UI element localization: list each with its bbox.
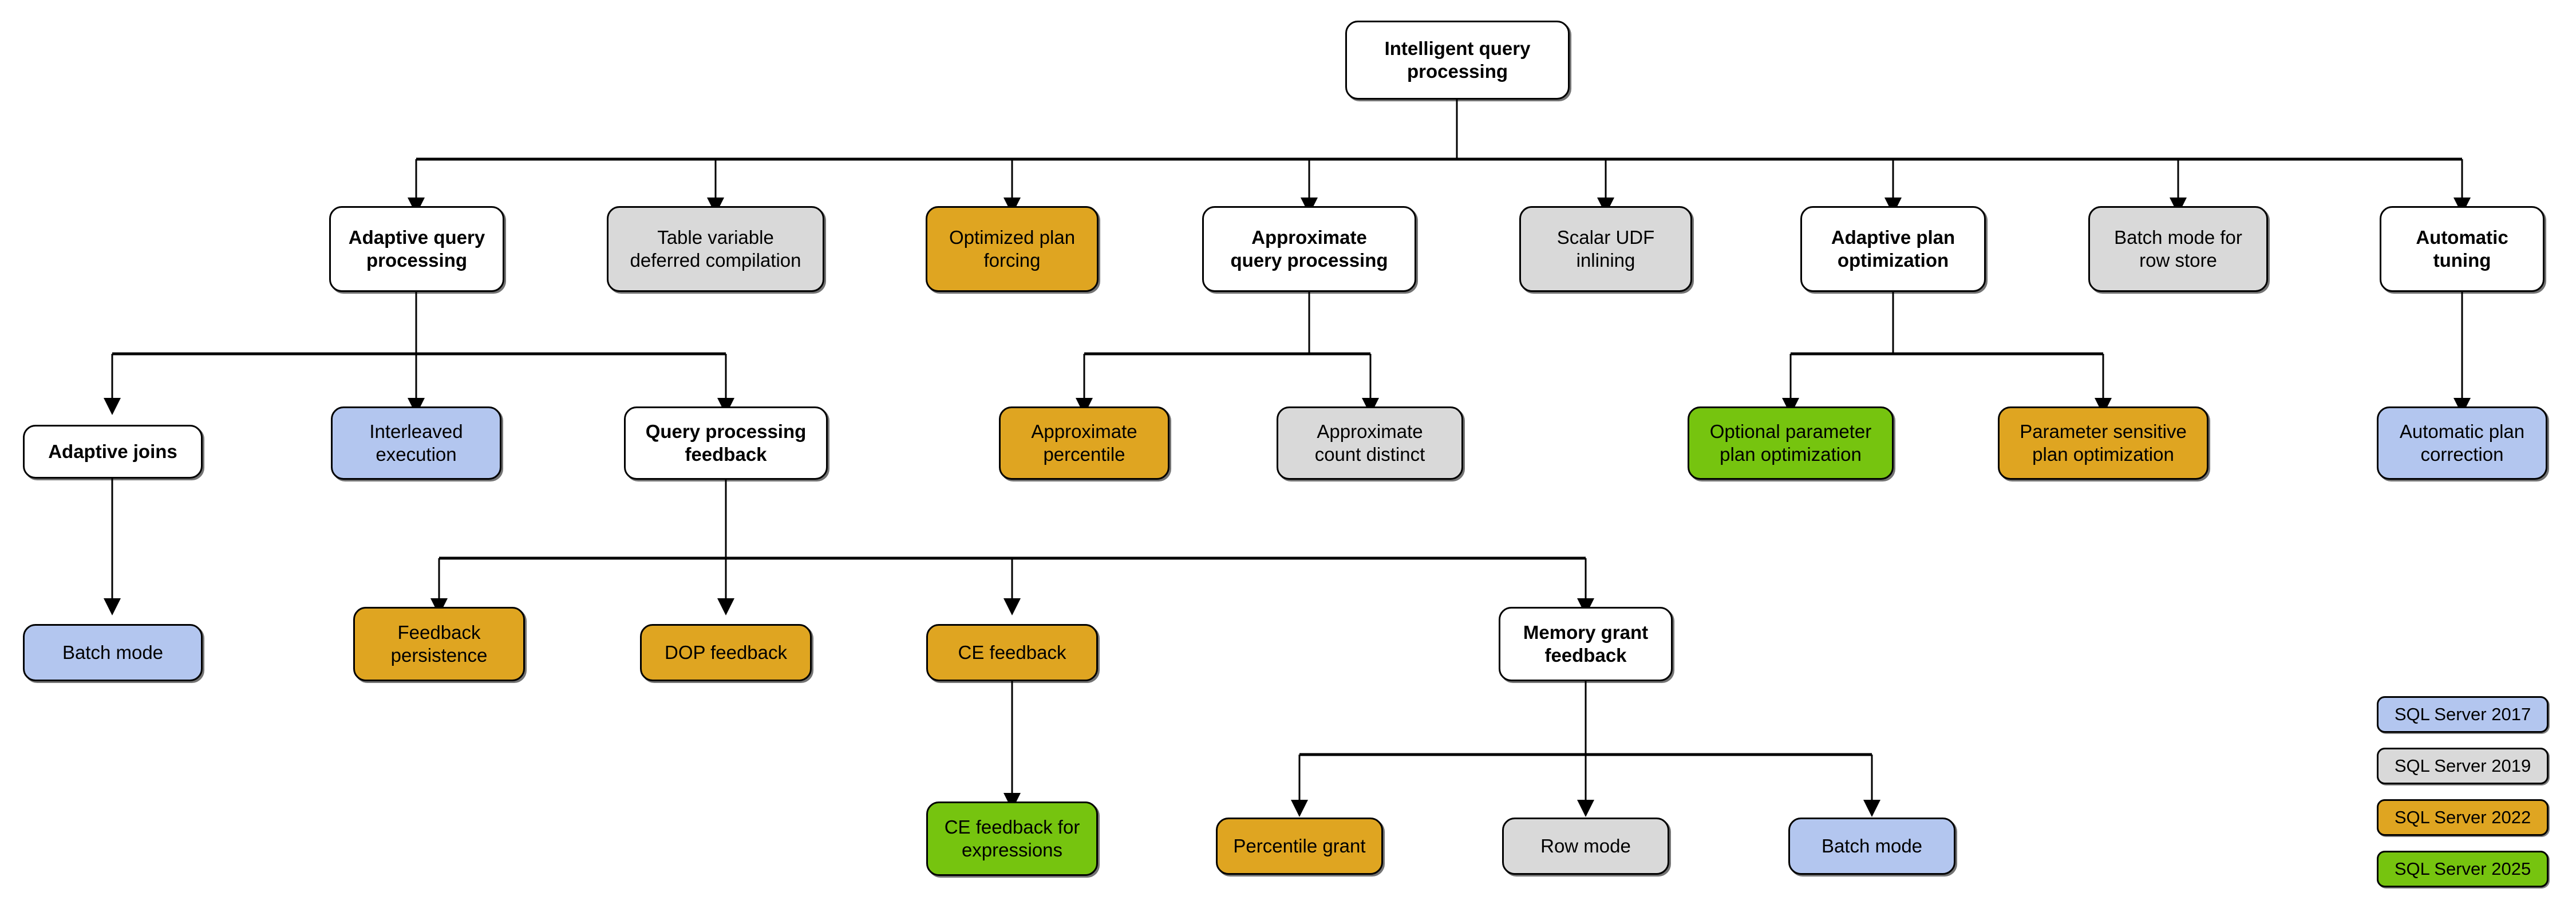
- node-automatic-plan-correction[interactable]: Automatic plan correction: [2377, 406, 2547, 480]
- legend-item-sql-server-2022: SQL Server 2022: [2377, 799, 2549, 836]
- node-memory-grant-feedback[interactable]: Memory grant feedback: [1499, 607, 1673, 681]
- node-optimized-plan-forcing[interactable]: Optimized plan forcing: [926, 206, 1099, 292]
- node-approximate-percentile[interactable]: Approximate percentile: [999, 406, 1170, 480]
- node-percentile-grant[interactable]: Percentile grant: [1216, 818, 1383, 875]
- node-adaptive-query-processing[interactable]: Adaptive query processing: [329, 206, 504, 292]
- node-batch-mode-grant[interactable]: Batch mode: [1788, 818, 1955, 875]
- node-ce-feedback[interactable]: CE feedback: [926, 624, 1098, 681]
- node-dop-feedback[interactable]: DOP feedback: [640, 624, 812, 681]
- node-query-processing-feedback[interactable]: Query processing feedback: [624, 406, 828, 480]
- legend: SQL Server 2017 SQL Server 2019 SQL Serv…: [2377, 696, 2549, 887]
- legend-item-sql-server-2025: SQL Server 2025: [2377, 851, 2549, 887]
- node-adaptive-plan-optimization[interactable]: Adaptive plan optimization: [1800, 206, 1986, 292]
- node-feedback-persistence[interactable]: Feedback persistence: [353, 607, 525, 681]
- legend-item-sql-server-2017: SQL Server 2017: [2377, 696, 2549, 733]
- node-parameter-sensitive-plan-optimization[interactable]: Parameter sensitive plan optimization: [1998, 406, 2208, 480]
- node-interleaved-execution[interactable]: Interleaved execution: [331, 406, 501, 480]
- node-ce-feedback-for-expressions[interactable]: CE feedback for expressions: [926, 802, 1098, 876]
- node-adaptive-joins[interactable]: Adaptive joins: [23, 425, 203, 479]
- node-table-variable-deferred-compilation[interactable]: Table variable deferred compilation: [607, 206, 824, 292]
- node-scalar-udf-inlining[interactable]: Scalar UDF inlining: [1519, 206, 1692, 292]
- node-approximate-query-processing[interactable]: Approximate query processing: [1202, 206, 1416, 292]
- node-optional-parameter-plan-optimization[interactable]: Optional parameter plan optimization: [1688, 406, 1894, 480]
- node-approximate-count-distinct[interactable]: Approximate count distinct: [1277, 406, 1463, 480]
- node-batch-mode[interactable]: Batch mode: [23, 624, 203, 681]
- node-batch-mode-for-row-store[interactable]: Batch mode for row store: [2088, 206, 2268, 292]
- legend-item-sql-server-2019: SQL Server 2019: [2377, 748, 2549, 784]
- node-intelligent-query-processing[interactable]: Intelligent query processing: [1345, 21, 1570, 100]
- node-automatic-tuning[interactable]: Automatic tuning: [2380, 206, 2545, 292]
- node-row-mode[interactable]: Row mode: [1502, 818, 1669, 875]
